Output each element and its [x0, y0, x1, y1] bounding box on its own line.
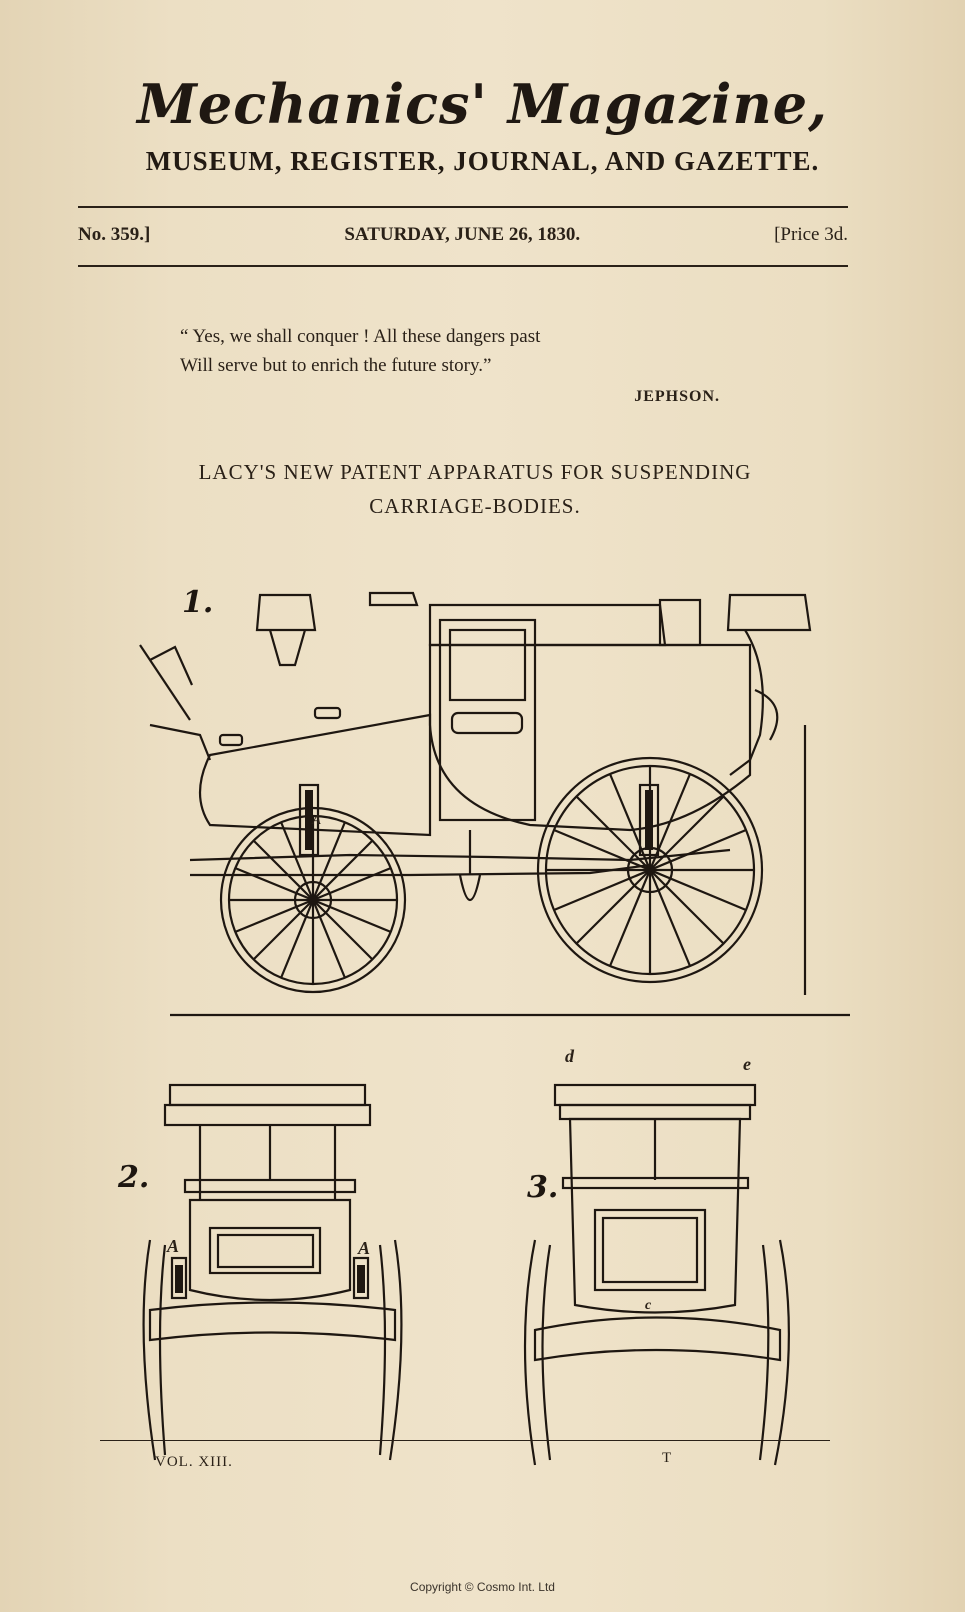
- masthead-title: Mechanics' Magazine,: [137, 72, 828, 136]
- figure-3-label: 3.: [527, 1170, 559, 1205]
- figure-1-coach-side: 1. A: [130, 575, 850, 1025]
- signature-mark: T: [662, 1450, 672, 1466]
- issue-rule: [78, 265, 848, 267]
- figure-2-label: 2.: [118, 1160, 150, 1195]
- issue-price: [Price 3d.: [774, 224, 848, 245]
- rear-view-drawing: [523, 1083, 790, 1466]
- front-view-drawing: [142, 1083, 403, 1461]
- figure-3-letter-e: e: [743, 1054, 751, 1074]
- figure-1-label: 1.: [182, 585, 214, 620]
- figure-3-letter-d: d: [565, 1046, 574, 1066]
- top-rule: [78, 206, 848, 208]
- epigraph-line-2: Will serve but to enrich the future stor…: [180, 355, 492, 376]
- epigraph-line-1: “ Yes, we shall conquer ! All these dang…: [180, 326, 541, 347]
- copyright-watermark: Copyright © Cosmo Int. Ltd: [410, 1580, 555, 1594]
- epigraph: “ Yes, we shall conquer ! All these dang…: [180, 322, 720, 411]
- volume-label: VOL. XIII.: [155, 1454, 233, 1470]
- bottom-rule: [100, 1440, 830, 1441]
- issue-number: No. 359.]: [78, 224, 151, 245]
- issue-line: No. 359.] SATURDAY, JUNE 26, 1830. [Pric…: [78, 224, 848, 246]
- issue-date: SATURDAY, JUNE 26, 1830.: [344, 224, 581, 245]
- epigraph-attribution: JEPHSON.: [634, 388, 720, 405]
- article-title-line-1: LACY'S NEW PATENT APPARATUS FOR SUSPENDI…: [198, 460, 752, 484]
- figure-1-letter-a: A: [312, 813, 322, 828]
- coach-side-drawing: [139, 591, 850, 1017]
- figure-3-letter-c: c: [645, 1298, 652, 1313]
- article-title: LACY'S NEW PATENT APPARATUS FOR SUSPENDI…: [80, 455, 870, 523]
- figure-2-letter-a-right: A: [358, 1238, 371, 1258]
- figure-2-letter-a-left: A: [167, 1236, 180, 1256]
- figure-2-front-view: 2. A A: [110, 1060, 430, 1470]
- figure-3-rear-view: 3. d e c: [505, 1040, 815, 1470]
- article-title-line-2: CARRIAGE-BODIES.: [369, 494, 581, 518]
- masthead-subtitle: MUSEUM, REGISTER, JOURNAL, AND GAZETTE.: [145, 146, 820, 176]
